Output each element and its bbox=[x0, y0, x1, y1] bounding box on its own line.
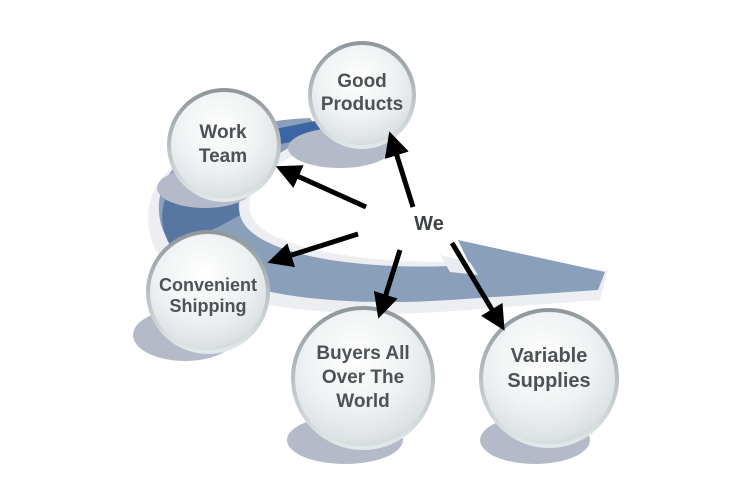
node-good-products: Good Products bbox=[308, 41, 416, 149]
arrow-to-work-team bbox=[275, 165, 368, 210]
arrow-to-convenient-shipping bbox=[267, 231, 359, 268]
node-label-line: Convenient bbox=[159, 275, 257, 295]
node-work-team: Work Team bbox=[167, 88, 281, 202]
node-buyers-all-over-the-world: Buyers All Over The World bbox=[291, 306, 435, 450]
node-label-line: Variable bbox=[511, 345, 588, 367]
node-label-line: Supplies bbox=[507, 370, 590, 392]
arrow-to-good-products bbox=[384, 131, 416, 208]
node-label-line: Team bbox=[199, 146, 247, 167]
node-convenient-shipping: Convenient Shipping bbox=[146, 230, 270, 354]
center-label: We bbox=[414, 213, 444, 235]
arrow-to-variable-supplies bbox=[449, 241, 505, 331]
node-label-line: Buyers All bbox=[316, 343, 409, 364]
node-label-line: Products bbox=[321, 94, 403, 115]
arrow-to-buyers bbox=[373, 249, 403, 319]
node-label-line: World bbox=[336, 391, 389, 412]
node-label-line: Over The bbox=[322, 367, 404, 388]
node-variable-supplies: Variable Supplies bbox=[479, 308, 619, 448]
node-label-line: Shipping bbox=[170, 296, 247, 316]
node-label-line: Good bbox=[337, 71, 387, 92]
ribbon-accent bbox=[270, 120, 322, 145]
node-label-line: Work bbox=[199, 122, 247, 143]
